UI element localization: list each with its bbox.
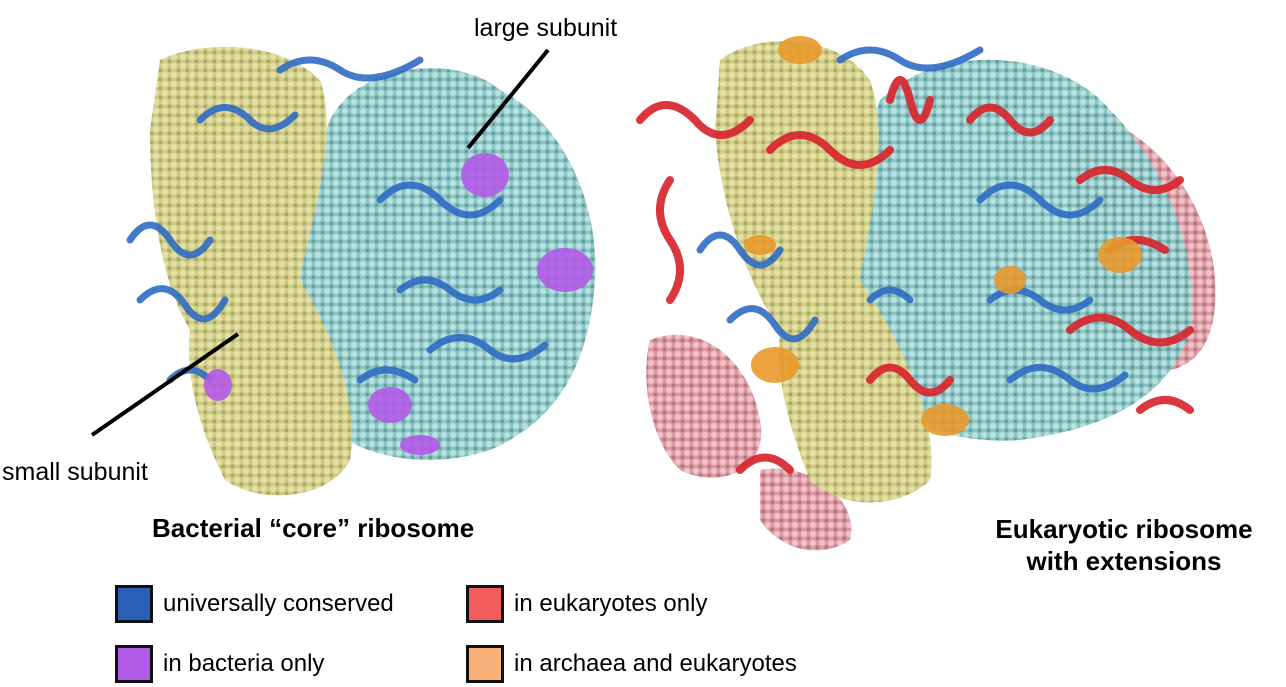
small-subunit-label: small subunit xyxy=(2,458,148,486)
small-subunit-body xyxy=(150,46,352,496)
legend-swatch-orange xyxy=(466,645,504,683)
legend-item-eukaryotes-only: in eukaryotes only xyxy=(466,584,707,624)
eukaryotic-ribosome-structure xyxy=(636,36,1216,551)
large-subunit-pointer xyxy=(466,48,550,150)
legend-label: in archaea and eukaryotes xyxy=(514,650,797,677)
legend-item-archaea-and-eukaryotes: in archaea and eukaryotes xyxy=(466,644,797,684)
eukaryote-only-proteins xyxy=(636,76,1194,474)
bacterial-ribosome-structure xyxy=(126,46,596,496)
large-subunit-label: large subunit xyxy=(474,14,618,42)
bacteria-only-proteins xyxy=(204,153,593,455)
legend-swatch-blue xyxy=(115,585,153,623)
small-subunit-pointer xyxy=(90,332,240,437)
eukaryotic-large-subunit-body xyxy=(849,59,1192,441)
conserved-proteins-bacterial xyxy=(126,56,549,384)
legend-item-universally-conserved: universally conserved xyxy=(115,584,394,624)
legend-swatch-red xyxy=(466,585,504,623)
legend-label: in bacteria only xyxy=(163,650,325,677)
eukaryotic-rna-extension-bottom xyxy=(646,334,762,478)
eukaryotic-title-line1: Eukaryotic ribosome xyxy=(995,514,1253,544)
bacterial-title: Bacterial “core” ribosome xyxy=(152,513,475,543)
eukaryotic-title: Eukaryotic ribosome with extensions xyxy=(962,513,1286,577)
legend-label: in eukaryotes only xyxy=(514,590,708,617)
eukaryotic-title-line2: with extensions xyxy=(1026,546,1222,576)
large-subunit-body xyxy=(300,68,596,461)
legend-item-bacteria-only: in bacteria only xyxy=(115,644,324,684)
legend-swatch-purple xyxy=(115,645,153,683)
legend-label: universally conserved xyxy=(163,590,394,617)
archaea-eukaryote-proteins xyxy=(744,36,1142,436)
